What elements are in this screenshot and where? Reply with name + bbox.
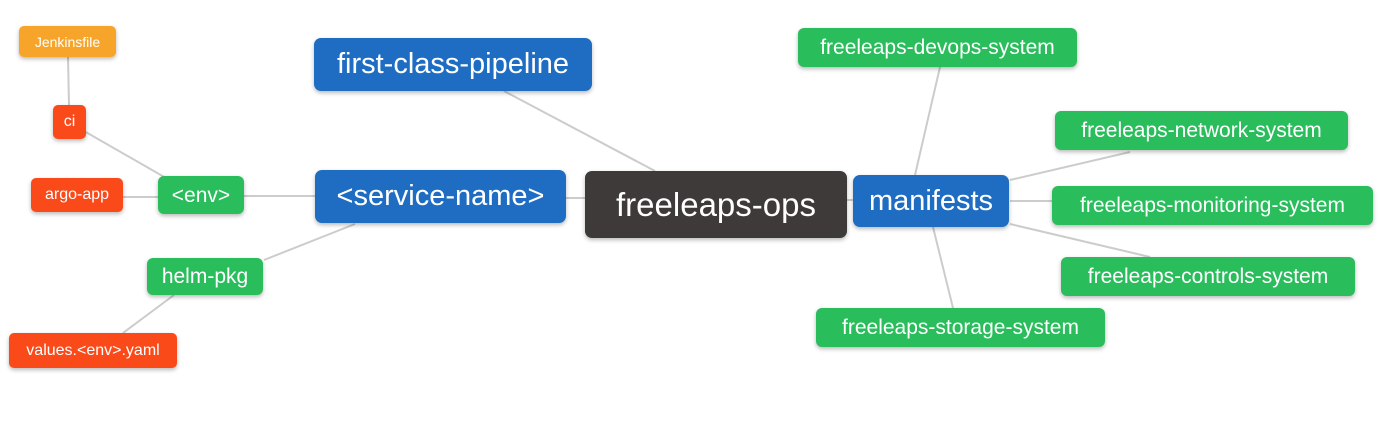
edge-helm-pkg--values-env-yaml [122,294,175,334]
node-freeleaps-monitoring-system[interactable]: freeleaps-monitoring-system [1052,186,1373,225]
node-argo-app[interactable]: argo-app [31,178,123,212]
node-freeleaps-controls-system[interactable]: freeleaps-controls-system [1061,257,1355,296]
node-ci[interactable]: ci [53,105,86,139]
node-helm-pkg[interactable]: helm-pkg [147,258,263,295]
node-service-name[interactable]: <service-name> [315,170,566,223]
edge-manifests--freeleaps-devops-system [914,66,941,176]
edge-service-name--helm-pkg [263,223,356,261]
node-manifests[interactable]: manifests [853,175,1009,227]
node-env[interactable]: <env> [158,176,244,214]
edge-manifests--freeleaps-controls-system [1009,223,1151,258]
edge-ci--jenkinsfile [67,56,70,106]
edge-env--ci [83,130,167,179]
node-freeleaps-ops[interactable]: freeleaps-ops [585,171,847,238]
node-freeleaps-storage-system[interactable]: freeleaps-storage-system [816,308,1105,347]
edge-freeleaps-ops--first-class-pipeline [503,90,656,172]
node-freeleaps-network-system[interactable]: freeleaps-network-system [1055,111,1348,150]
node-first-class-pipeline[interactable]: first-class-pipeline [314,38,592,91]
edge-manifests--freeleaps-network-system [1009,151,1131,181]
node-values-env-yaml[interactable]: values.<env>.yaml [9,333,177,368]
edge-manifests--freeleaps-storage-system [932,226,954,309]
node-freeleaps-devops-system[interactable]: freeleaps-devops-system [798,28,1077,67]
node-jenkinsfile[interactable]: Jenkinsfile [19,26,116,57]
